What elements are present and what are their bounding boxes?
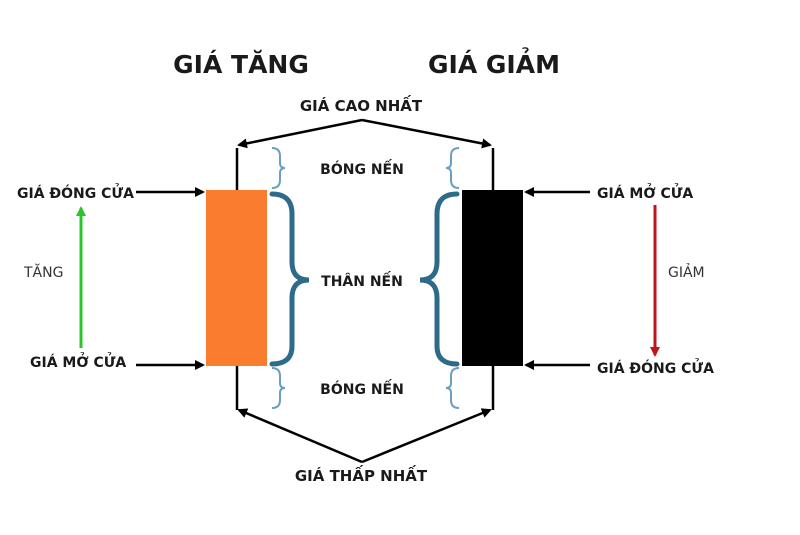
falling-open-label: GIÁ MỞ CỬA: [597, 183, 693, 202]
lowest-price-label: GIÁ THẤP NHẤT: [295, 464, 428, 485]
brace-upper-shadow-left: [271, 147, 286, 189]
brace-body-left: [269, 191, 310, 367]
high-line-left: [237, 118, 363, 149]
falling-candle-body: [462, 190, 523, 366]
lower-shadow-label: BÓNG NẾN: [320, 379, 404, 398]
high-line-right: [361, 118, 492, 149]
rising-candle-body: [206, 190, 267, 366]
falling-direction-label: GIẢM: [668, 263, 705, 281]
brace-upper-shadow-right: [445, 147, 460, 189]
highest-price-label: GIÁ CAO NHẤT: [300, 94, 423, 115]
heading-falling: GIÁ GIẢM: [428, 46, 560, 79]
heading-rising: GIÁ TĂNG: [173, 49, 309, 79]
body-label: THÂN NẾN: [321, 271, 403, 290]
upper-shadow-label: BÓNG NẾN: [320, 159, 404, 178]
brace-lower-shadow-left: [271, 367, 286, 409]
rising-open-label: GIÁ MỞ CỬA: [30, 352, 126, 371]
rising-direction-label: TĂNG: [23, 263, 63, 281]
low-line-left: [237, 408, 363, 464]
low-line-right: [361, 408, 492, 464]
brace-lower-shadow-right: [445, 367, 460, 409]
falling-close-label: GIÁ ĐÓNG CỬA: [597, 358, 714, 377]
brace-body-right: [419, 191, 460, 367]
rising-close-label: GIÁ ĐÓNG CỬA: [17, 183, 134, 202]
